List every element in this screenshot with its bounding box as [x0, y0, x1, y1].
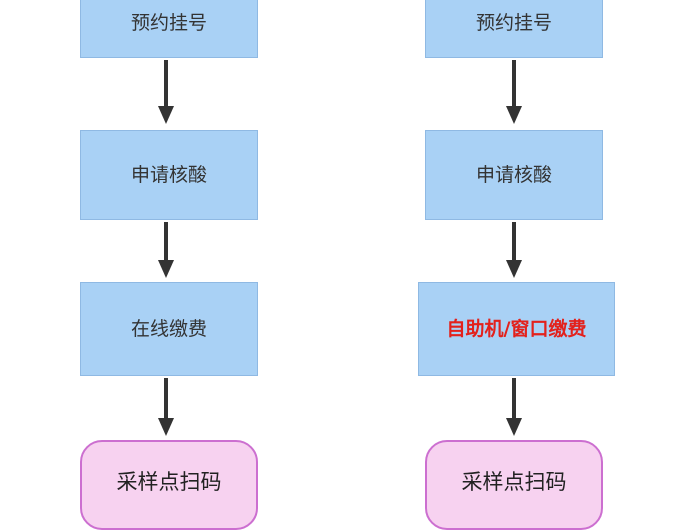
left-step-register: 预约挂号	[80, 0, 258, 58]
left-step-apply-test-label: 申请核酸	[130, 164, 207, 186]
right-step-apply-test: 申请核酸	[425, 130, 603, 220]
right-arrow-3	[504, 378, 524, 438]
right-arrow-2	[504, 222, 524, 280]
right-step-register: 预约挂号	[425, 0, 603, 58]
right-step-scan-label: 采样点扫码	[461, 470, 567, 494]
left-step-online-payment-label: 在线缴费	[130, 318, 207, 340]
left-step-register-label: 预约挂号	[130, 12, 207, 34]
left-arrow-2	[156, 222, 176, 280]
right-step-kiosk-payment-label: 自助机/窗口缴费	[446, 318, 587, 340]
left-step-scan-label: 采样点扫码	[116, 470, 222, 494]
left-step-apply-test: 申请核酸	[80, 130, 258, 220]
left-arrow-1	[156, 60, 176, 126]
right-flowchart: 预约挂号 申请核酸 自助机/窗口缴费 采样点扫码	[418, 0, 615, 530]
right-step-kiosk-counter-payment: 自助机/窗口缴费	[418, 282, 615, 376]
left-step-online-payment: 在线缴费	[80, 282, 258, 376]
left-arrow-3	[156, 378, 176, 438]
right-step-apply-test-label: 申请核酸	[475, 164, 552, 186]
right-step-scan-at-sampling-point: 采样点扫码	[425, 440, 603, 530]
right-arrow-1	[504, 60, 524, 126]
right-step-register-label: 预约挂号	[475, 12, 552, 34]
